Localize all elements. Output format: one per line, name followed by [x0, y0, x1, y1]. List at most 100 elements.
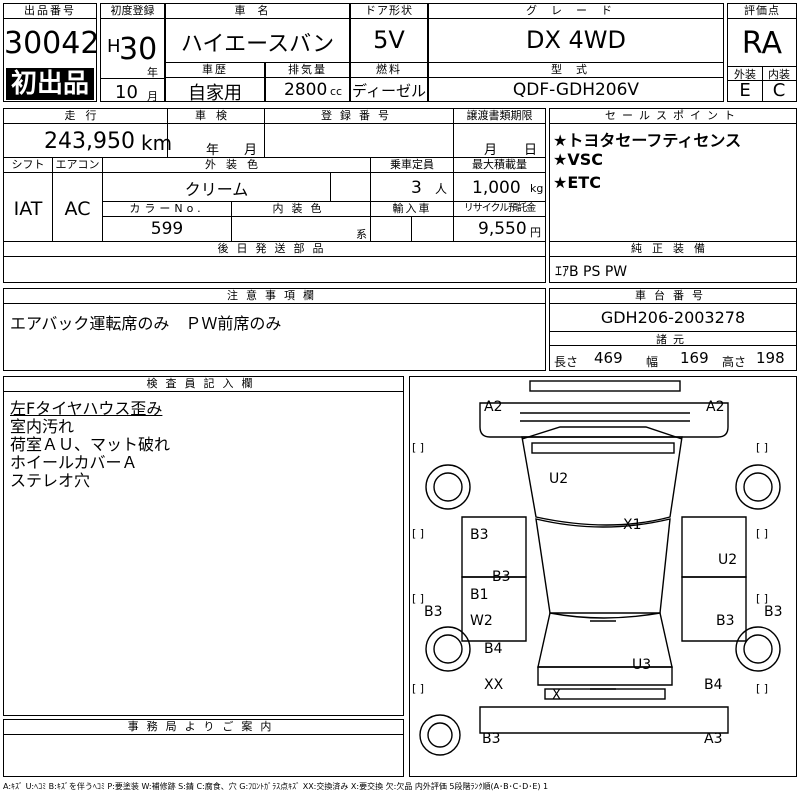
inspector-line-4: ホイールカバーＡ — [10, 453, 138, 472]
int-color-unit: 系 — [356, 228, 367, 241]
first-listing-badge: 初出品 — [6, 68, 94, 100]
first-reg-label: 初度登録 — [101, 4, 164, 19]
color-no-value: 599 — [150, 219, 184, 239]
sales-points-label: セールスポイント — [550, 109, 796, 124]
car-outline — [419, 380, 781, 756]
recycle-label: リサイクル預託金 — [454, 202, 545, 217]
notes-value: エアバック運転席のみ ＰＷ前席のみ — [10, 314, 282, 333]
inspection-year-unit: 年 — [206, 143, 220, 158]
car-name-label: 車名 — [166, 4, 349, 19]
office-box: 事務局よりご案内 — [3, 719, 404, 777]
displacement-value: 2800 — [284, 80, 328, 100]
length-value: 469 — [594, 349, 623, 367]
grade-box: グレード DX 4WD — [428, 3, 724, 63]
mark-A3-rear-right: A3 — [704, 731, 723, 747]
inspection-month-unit: 月 — [244, 143, 258, 158]
door-box: ドア形状 5V — [350, 3, 428, 63]
capacity-unit: 人 — [435, 182, 448, 196]
shift-value: IAT — [13, 198, 43, 220]
mark-A2-left: A2 — [484, 399, 503, 415]
recycle-unit: 円 — [530, 226, 541, 239]
ext-color-label: 外装色 — [103, 158, 370, 173]
int-score-value: C — [772, 80, 786, 101]
width-label: 幅 — [646, 355, 659, 369]
mark-B4-left: B4 — [484, 641, 503, 657]
inspection-label: 車検 — [168, 109, 264, 124]
transfer-deadline-box: 譲渡書類期限 月 日 — [453, 108, 546, 158]
inspector-line-1: 左Fタイヤハウス歪み — [10, 399, 163, 418]
notes-box: 注意事項欄 エアバック運転席のみ ＰＷ前席のみ — [3, 288, 546, 371]
mileage-unit: km — [141, 131, 173, 155]
grade-label: グレード — [429, 4, 723, 19]
sales-point-2: ★VSC — [553, 150, 603, 169]
sales-point-3: ★ETC — [553, 173, 601, 192]
mark-W2: W2 — [470, 613, 493, 629]
dims-label: 諸元 — [656, 333, 690, 346]
model-code-label: 型式 — [429, 63, 723, 78]
first-reg-year-unit: 年 — [147, 66, 158, 79]
transfer-month-unit: 月 — [484, 143, 498, 158]
mark-X1: X1 — [623, 517, 642, 533]
sales-points-box: セールスポイント ★トヨタセーフティセンス ★VSC ★ETC — [549, 108, 797, 242]
max-load-value: 1,000 — [472, 178, 521, 198]
fuel-box: 燃料 ディーゼル — [350, 62, 428, 102]
displacement-unit: cc — [330, 85, 343, 98]
history-box: 車歴 自家用 — [165, 62, 265, 104]
later-parts-label: 後日発送部品 — [4, 242, 545, 257]
car-diagram: A2 A2 U2 X1 B3 B3 U2 B1 W2 B3 B3 B4 U3 X… — [409, 376, 797, 777]
inspector-box: 検査員記入欄 左Fタイヤハウス歪み 室内汚れ 荷室ＡＵ、マット破れ ホイールカバ… — [3, 376, 404, 716]
ext-color-box: 外装色 クリーム — [102, 157, 371, 202]
lot-box: 出品番号 30042 初出品 — [3, 3, 99, 102]
office-label: 事務局よりご案内 — [4, 720, 403, 735]
inspector-line-5: ステレオ穴 — [10, 471, 91, 490]
mark-B3-center: B3 — [492, 569, 511, 585]
mark-B1: B1 — [470, 587, 489, 603]
mark-A2-right: A2 — [706, 399, 725, 415]
notes-label: 注意事項欄 — [4, 289, 545, 304]
door-value: 5V — [373, 26, 405, 54]
car-name-value: ハイエースバン — [180, 32, 335, 57]
bracket-6: [ ] — [756, 592, 769, 605]
bracket-2: [ ] — [756, 441, 769, 454]
door-label: ドア形状 — [351, 4, 427, 19]
reg-number-label: 登録番号 — [265, 109, 453, 124]
first-reg-month: 10 — [115, 82, 138, 103]
int-score-label: 内装 — [768, 68, 790, 81]
displacement-box: 排気量 2800 cc — [265, 62, 350, 102]
mark-X-bumper: X — [552, 688, 561, 703]
color-no-label: カラーNo. — [103, 202, 231, 217]
mark-U2-right-door: U2 — [718, 552, 738, 568]
int-color-box: 内装色 系 — [231, 201, 371, 242]
height-value: 198 — [756, 349, 785, 367]
bracket-8: [ ] — [756, 682, 769, 695]
score-value: RA — [741, 26, 783, 61]
ext-score-label: 外装 — [734, 68, 756, 81]
mark-B3-left-edge: B3 — [424, 604, 443, 620]
inspector-line-3: 荷室ＡＵ、マット破れ — [10, 435, 171, 454]
mileage-value: 243,950 — [44, 129, 135, 154]
import-label: 輸入車 — [371, 202, 453, 217]
transfer-day-unit: 日 — [524, 143, 538, 158]
mark-B4-right: B4 — [704, 677, 723, 693]
recycle-box: リサイクル預託金 9,550 円 — [453, 201, 546, 242]
bracket-7: [ ] — [412, 682, 425, 695]
genuine-equip-box: 純正装備 ｴｱB PS PW — [549, 241, 797, 283]
capacity-value: 3 — [411, 178, 422, 198]
mark-U2-hood: U2 — [549, 471, 569, 487]
capacity-label: 乗車定員 — [371, 158, 453, 173]
bracket-4: [ ] — [756, 527, 769, 540]
car-name-box: 車名 ハイエースバン — [165, 3, 350, 63]
displacement-label: 排気量 — [266, 63, 349, 78]
aircon-value: AC — [64, 198, 91, 220]
max-load-label: 最大積載量 — [454, 158, 545, 173]
mark-B3-left-front-door: B3 — [470, 527, 489, 543]
bracket-5: [ ] — [412, 592, 425, 605]
mark-XX: XX — [484, 677, 504, 693]
score-label: 評価点 — [728, 4, 796, 19]
lot-label: 出品番号 — [4, 4, 96, 19]
color-no-box: カラーNo. 599 — [102, 201, 232, 242]
inspector-line-2: 室内汚れ — [10, 417, 75, 436]
mileage-label: 走行 — [4, 109, 167, 124]
grade-value: DX 4WD — [525, 26, 627, 54]
capacity-box: 乗車定員 3 人 — [370, 157, 454, 202]
